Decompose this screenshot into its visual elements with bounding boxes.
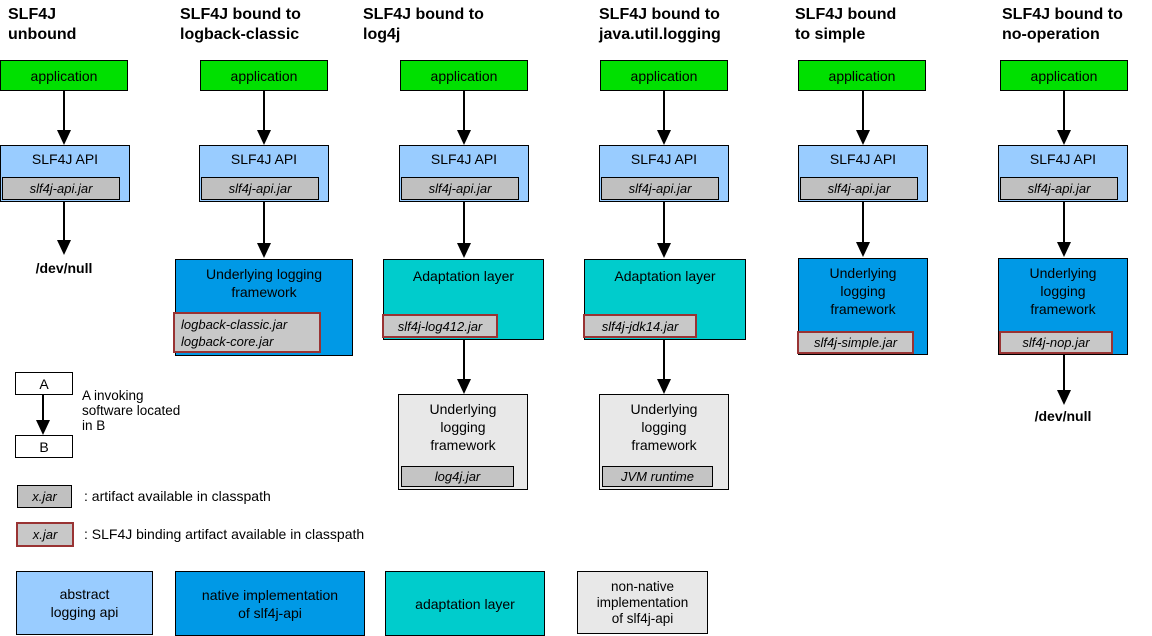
- binding-jar-nop: slf4j-nop.jar: [999, 331, 1113, 354]
- legend-non-native-implementation: non-native implementation of slf4j-api: [577, 571, 708, 634]
- slf4j-api-jar: slf4j-api.jar: [401, 177, 519, 200]
- underlying-framework-box: Underlying logging framework slf4j-nop.j…: [998, 258, 1128, 355]
- slf4j-api-box: SLF4J API slf4j-api.jar: [199, 145, 329, 202]
- legend-box-a: A: [15, 372, 73, 395]
- application-box: application: [600, 60, 728, 91]
- column-title-log4j: SLF4J bound to log4j: [363, 6, 484, 43]
- log4j-jar: log4j.jar: [401, 466, 514, 487]
- underlying-framework-box: Underlying logging framework logback-cla…: [173, 259, 353, 356]
- arrow-down: [457, 340, 471, 394]
- underlying-framework-box: Underlying logging framework log4j.jar: [398, 394, 528, 490]
- underlying-framework-box: Underlying logging framework JVM runtime: [599, 394, 729, 490]
- column-title-simple: SLF4J bound to simple: [795, 6, 897, 43]
- legend-arrow-down: [36, 395, 50, 435]
- dev-null-label: /dev/null: [35, 260, 93, 276]
- slf4j-api-label: SLF4J API: [230, 151, 298, 167]
- underlying-framework-label: Underlying logging framework: [630, 401, 698, 453]
- adaptation-layer-label: Adaptation layer: [412, 268, 515, 284]
- adaptation-layer-box: Adaptation layer slf4j-log412.jar: [382, 259, 544, 340]
- binding-jar-log412: slf4j-log412.jar: [382, 314, 498, 338]
- column-title-nop: SLF4J bound to no-operation: [1002, 6, 1123, 43]
- arrow-down: [856, 202, 870, 257]
- legend-box-b: B: [15, 435, 73, 458]
- legend-binding-jar: x.jar: [16, 522, 74, 547]
- slf4j-api-label: SLF4J API: [829, 151, 897, 167]
- jvm-runtime-jar: JVM runtime: [602, 466, 713, 487]
- underlying-framework-label: Underlying logging framework: [829, 265, 897, 317]
- legend-artifact-text: : artifact available in classpath: [84, 488, 271, 504]
- arrow-down: [1057, 202, 1071, 257]
- column-title-jul: SLF4J bound to java.util.logging: [599, 6, 721, 43]
- dev-null-label: /dev/null: [1034, 408, 1092, 424]
- binding-jar-simple: slf4j-simple.jar: [797, 331, 914, 354]
- legend-artifact-jar: x.jar: [17, 485, 72, 508]
- slf4j-api-box: SLF4J API slf4j-api.jar: [798, 145, 928, 202]
- binding-jar-logback: logback-classic.jar logback-core.jar: [173, 312, 321, 353]
- underlying-framework-box: Underlying logging framework slf4j-simpl…: [797, 258, 928, 355]
- arrow-down: [657, 90, 671, 145]
- arrow-down: [856, 90, 870, 145]
- legend-native-implementation: native implementation of slf4j-api: [175, 571, 365, 636]
- application-box: application: [798, 60, 926, 91]
- arrow-down: [457, 90, 471, 145]
- arrow-down: [657, 340, 671, 394]
- slf4j-api-box: SLF4J API slf4j-api.jar: [399, 145, 529, 202]
- application-box: application: [0, 60, 128, 91]
- arrow-down: [57, 202, 71, 255]
- arrow-down: [257, 90, 271, 145]
- slf4j-api-box: SLF4J API slf4j-api.jar: [998, 145, 1128, 202]
- binding-jar-jdk14: slf4j-jdk14.jar: [583, 314, 697, 338]
- legend-invoke-text: A invoking software located in B: [82, 388, 181, 433]
- adaptation-layer-box: Adaptation layer slf4j-jdk14.jar: [583, 259, 746, 340]
- slf4j-api-box: SLF4J API slf4j-api.jar: [0, 145, 130, 202]
- slf4j-api-jar: slf4j-api.jar: [2, 177, 120, 200]
- legend-abstract-logging-api: abstract logging api: [16, 571, 153, 635]
- slf4j-api-jar: slf4j-api.jar: [800, 177, 918, 200]
- application-box: application: [400, 60, 528, 91]
- arrow-down: [257, 202, 271, 258]
- slf4j-api-jar: slf4j-api.jar: [601, 177, 719, 200]
- slf4j-api-jar: slf4j-api.jar: [201, 177, 319, 200]
- application-box: application: [1000, 60, 1128, 91]
- arrow-down: [457, 202, 471, 258]
- column-title-logback: SLF4J bound to logback-classic: [180, 6, 301, 43]
- arrow-down: [1057, 355, 1071, 405]
- application-box: application: [200, 60, 328, 91]
- slf4j-api-label: SLF4J API: [31, 151, 99, 167]
- slf4j-api-label: SLF4J API: [630, 151, 698, 167]
- legend-binding-text: : SLF4J binding artifact available in cl…: [84, 526, 365, 542]
- arrow-down: [1057, 90, 1071, 145]
- column-title-unbound: SLF4J unbound: [8, 6, 77, 43]
- legend-adaptation-layer: adaptation layer: [385, 571, 545, 636]
- adaptation-layer-label: Adaptation layer: [614, 268, 716, 284]
- arrow-down: [657, 202, 671, 258]
- slf4j-api-box: SLF4J API slf4j-api.jar: [599, 145, 729, 202]
- slf4j-api-label: SLF4J API: [430, 151, 498, 167]
- slf4j-api-label: SLF4J API: [1029, 151, 1097, 167]
- underlying-framework-label: Underlying logging framework: [1029, 265, 1097, 317]
- slf4j-api-jar: slf4j-api.jar: [1000, 177, 1118, 200]
- underlying-framework-label: Underlying logging framework: [429, 401, 497, 453]
- underlying-framework-label: Underlying logging framework: [206, 266, 322, 300]
- arrow-down: [57, 90, 71, 145]
